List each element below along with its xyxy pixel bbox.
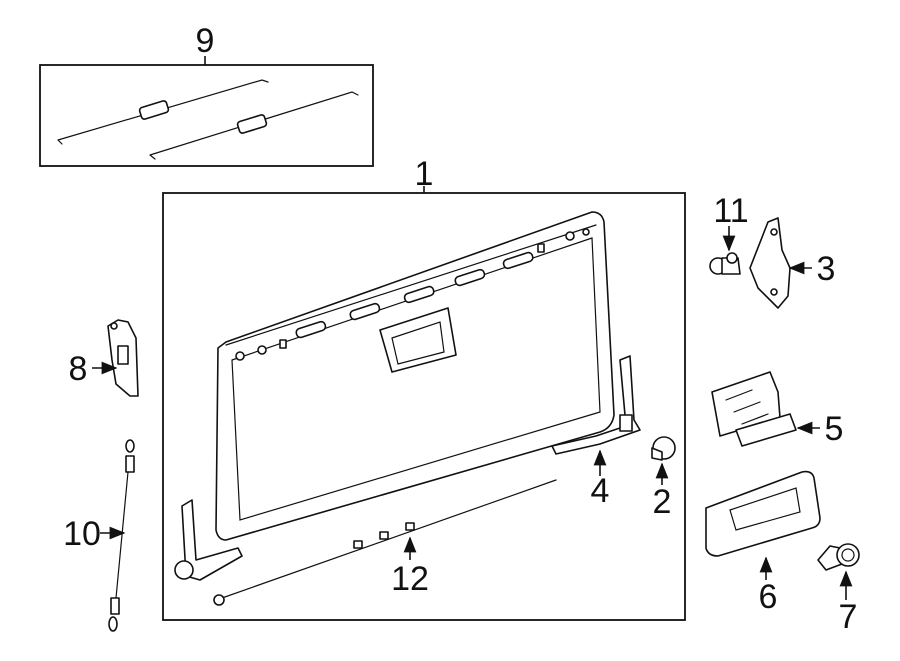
lock-cylinder <box>817 543 860 571</box>
callout-5: 5 <box>825 410 844 448</box>
callout-8: 8 <box>69 350 88 388</box>
callout-12: 12 <box>391 560 429 598</box>
tailgate-assembly-box: 1 <box>162 155 686 621</box>
callout-9: 9 <box>196 22 215 60</box>
handle-bezel <box>705 470 821 557</box>
hinge-bracket <box>551 355 641 455</box>
pivot-bushing <box>651 436 676 461</box>
callout-4: 4 <box>591 472 610 510</box>
bolt <box>709 252 741 275</box>
callout-10: 10 <box>63 515 101 553</box>
tailgate-cable-upper <box>57 79 269 145</box>
latch-assembly <box>711 371 797 447</box>
hinge-plate <box>107 319 139 397</box>
callout-2: 2 <box>653 483 672 521</box>
callout-6: 6 <box>759 578 778 616</box>
callout-1: 1 <box>415 155 434 193</box>
tailgate-panel <box>215 211 615 541</box>
callout-3: 3 <box>817 250 836 288</box>
callout-7: 7 <box>839 598 858 636</box>
tailgate-hinge-left <box>174 499 243 581</box>
striker-bracket <box>749 217 791 309</box>
callout-11: 11 <box>713 192 748 230</box>
tailgate-cable-lower <box>149 91 359 160</box>
latch-rod <box>213 479 557 606</box>
support-cable <box>108 439 135 632</box>
cable-kit-box: 9 <box>39 22 374 167</box>
